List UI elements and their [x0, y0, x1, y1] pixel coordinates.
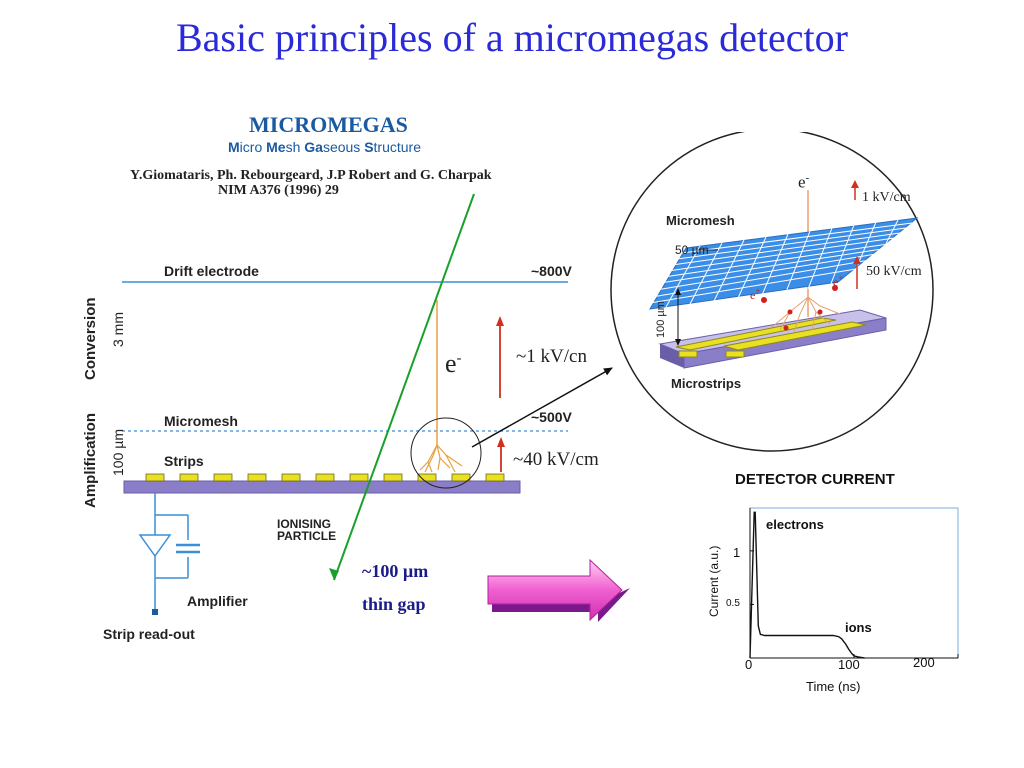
zoom-detail: [610, 132, 934, 452]
ion-dots: [761, 285, 838, 331]
amp-field-label: ~40 kV/cm: [513, 449, 599, 470]
micromegas-header: MICROMEGAS: [249, 112, 408, 137]
zoom-ion-label-2: e+: [833, 273, 844, 289]
amplification-size-label: 100 µm: [110, 429, 126, 476]
micromegas-subheader: Micro Mesh Gaseous Structure: [228, 139, 422, 155]
zoom-field-gap-label: 50 kV/cm: [866, 264, 922, 279]
slide-title: Basic principles of a micromegas detecto…: [176, 15, 848, 60]
x-tick-100: 100: [838, 657, 860, 672]
field-arrow-drift: [496, 316, 504, 398]
zoom-pitch-label: 50 µm: [675, 243, 709, 257]
zoom-micromesh-label: Micromesh: [666, 213, 735, 228]
zoom-microstrips-label: Microstrips: [671, 376, 742, 391]
y-tick-0-5: 0.5: [726, 598, 740, 609]
reference-line: NIM A376 (1996) 29: [218, 183, 339, 198]
field-arrow-amp: [497, 437, 505, 472]
amplifier-circuit: [138, 493, 200, 610]
chart-frame: [749, 507, 959, 659]
big-arrow-graphic: [487, 558, 630, 622]
zoom-ion-label: e+: [750, 286, 761, 302]
gap-text-label: thin gap: [362, 594, 426, 614]
ionising-particle-track: [333, 193, 475, 581]
gap-size-label: ~100 µm: [362, 561, 429, 581]
current-chart: [749, 507, 959, 659]
avalanche: [419, 444, 463, 473]
electrons-annotation: electrons: [766, 517, 824, 532]
zoom-circle: [410, 417, 482, 489]
micromesh-label: Micromesh: [164, 413, 238, 429]
y-axis-label: Current (a.u.): [707, 545, 721, 617]
current-series-line: [749, 511, 865, 659]
strips-label: Strips: [164, 453, 204, 469]
zoom-gap-label: 100 µm: [655, 301, 667, 338]
micromesh-voltage-label: ~500V: [531, 409, 572, 425]
strip-readout-label: Strip read-out: [103, 626, 195, 642]
zoom-connector-arrow: [471, 367, 613, 448]
drift-electrode-label: Drift electrode: [164, 263, 259, 279]
drift-field-label: ~1 kV/cn: [516, 346, 587, 367]
x-axis-label: Time (ns): [806, 679, 861, 694]
readout-node: [152, 609, 158, 615]
ionising-particle-label: IONISING PARTICLE: [277, 517, 337, 543]
microstrip-board: [658, 309, 887, 369]
mesh-grid: [649, 217, 919, 310]
readout-board: [123, 480, 521, 494]
chart-title: DETECTOR CURRENT: [735, 471, 895, 488]
amplifier-label: Amplifier: [187, 593, 248, 609]
electron-label: e-: [445, 349, 462, 378]
x-tick-0: 0: [745, 657, 753, 672]
ions-annotation: ions: [845, 620, 872, 635]
zoom-field-top-label: 1 kV/cm: [862, 190, 911, 205]
x-tick-200: 200: [913, 655, 935, 670]
authors-line: Y.Giomataris, Ph. Rebourgeard, J.P Rober…: [130, 168, 492, 183]
authors-citation: Y.Giomataris, Ph. Rebourgeard, J.P Rober…: [130, 168, 492, 198]
zoom-electron-label: e-: [798, 172, 810, 192]
amplification-label: Amplification: [82, 412, 99, 508]
drift-voltage-label: ~800V: [531, 263, 572, 279]
particle-arrowhead: [329, 568, 339, 580]
y-tick-1: 1: [733, 545, 741, 560]
strip-pads: [145, 473, 505, 482]
conversion-size-label: 3 mm: [110, 312, 126, 347]
conversion-label: Conversion: [82, 297, 99, 380]
